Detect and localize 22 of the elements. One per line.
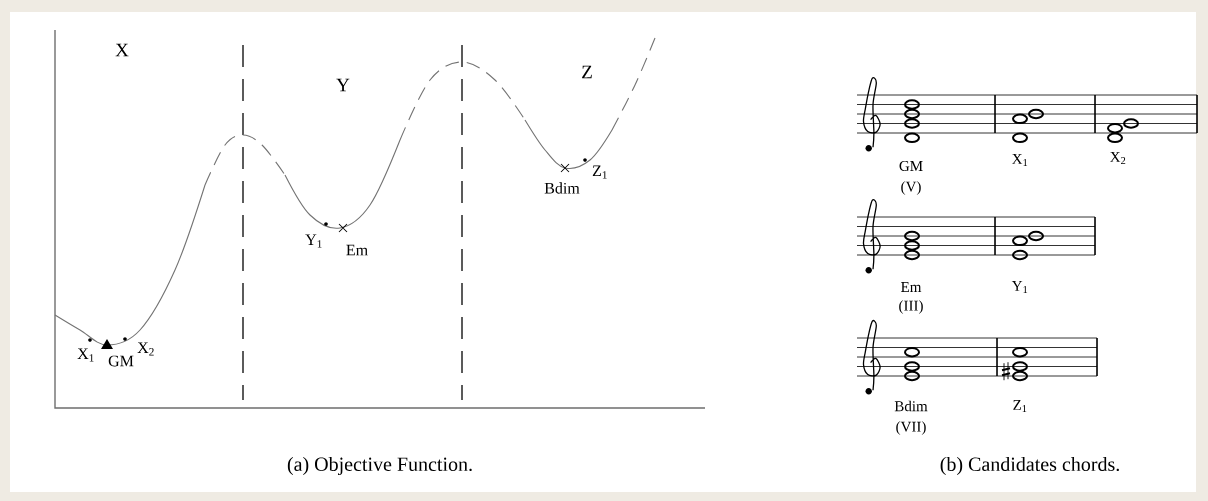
point-label: Em [346,244,368,256]
caption: (a) Objective Function. [287,456,472,476]
chord-label: GM [899,160,923,172]
chord-label: X$_{2}$ [1110,152,1126,164]
point-label: Y$_{1}$ [305,234,322,248]
region-label: Y [336,78,350,92]
point-label: GM [108,355,134,367]
chord-label: Bdim [894,400,928,412]
region-label: X [115,43,129,57]
chord-label: Y$_{1}$ [1011,281,1028,293]
chord-label: Z$_{1}$ [1013,400,1027,412]
point-label: X$_{2}$ [137,342,154,356]
chord-label: (III) [899,300,923,314]
chord-label: (V) [901,181,921,195]
region-label: Z [582,65,592,79]
point-label: Z$_{1}$ [592,165,607,179]
caption: (b) Candidates chords. [940,456,1119,476]
point-label: Bdim [544,182,580,194]
chord-label: Em [901,282,922,292]
point-label: X$_{1}$ [77,348,94,362]
chord-label: X$_{1}$ [1012,154,1028,166]
chord-label: (VII) [896,421,926,435]
